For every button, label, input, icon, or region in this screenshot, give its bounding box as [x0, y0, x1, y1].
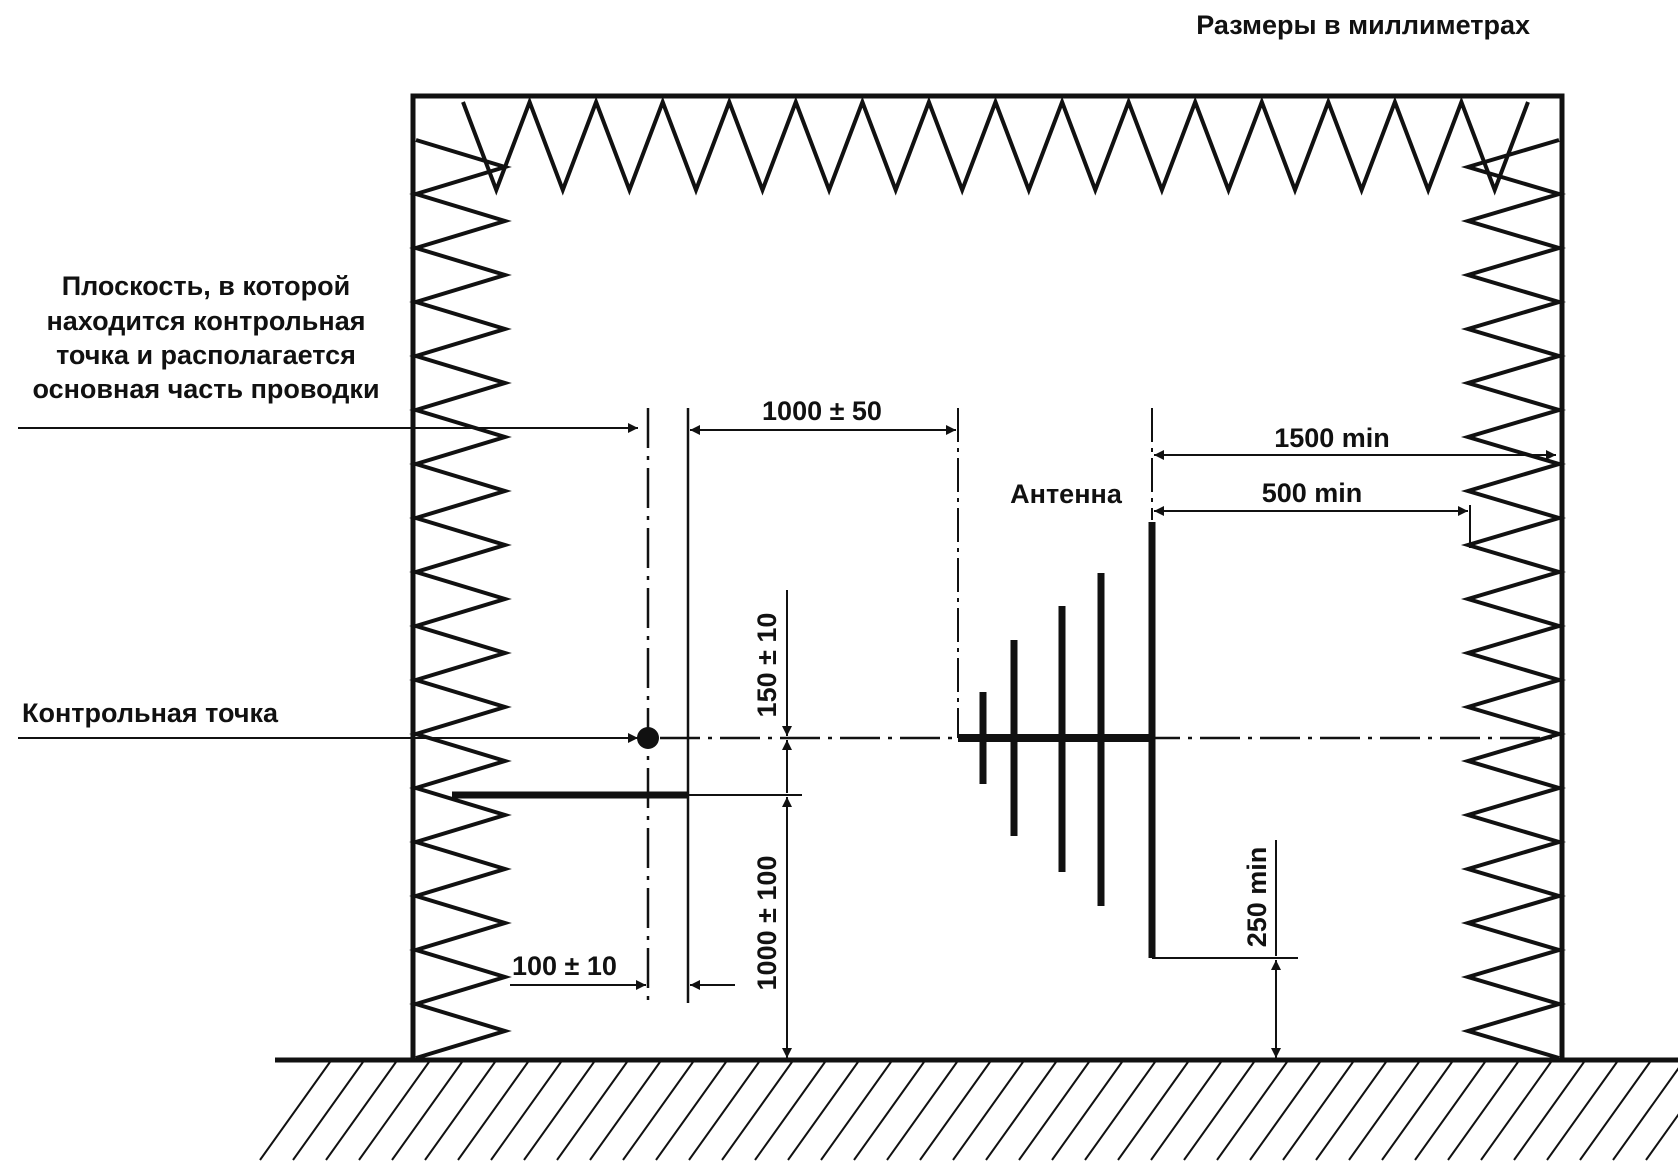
hatch-line: [391, 1061, 463, 1161]
hatch-line: [1117, 1061, 1189, 1161]
svg-text:точка и располагается: точка и располагается: [56, 340, 356, 370]
hatch-line: [754, 1061, 826, 1161]
dim-150-10-text: 150 ± 10: [752, 613, 782, 718]
hatch-line: [490, 1061, 562, 1161]
control-point-dot: [637, 727, 659, 749]
hatch-line: [1315, 1061, 1387, 1161]
hatch-line: [259, 1061, 331, 1161]
dim-100-10-text: 100 ± 10: [512, 951, 617, 981]
antenna-label: Антенна: [1010, 479, 1123, 509]
hatch-line: [1447, 1061, 1519, 1161]
hatch-line: [1084, 1061, 1156, 1161]
units-note: Размеры в миллиметрах: [1196, 10, 1530, 40]
dim-500-min-text: 500 min: [1262, 478, 1363, 508]
hatch-line: [424, 1061, 496, 1161]
hatch-line: [325, 1061, 397, 1161]
hatch-line: [1513, 1061, 1585, 1161]
antenna: [958, 522, 1156, 958]
hatch-line: [1645, 1113, 1678, 1161]
hatch-line: [1249, 1061, 1321, 1161]
svg-text:Плоскость, в которой: Плоскость, в которой: [62, 271, 351, 301]
svg-text:основная часть проводки: основная часть проводки: [32, 374, 379, 404]
hatch-line: [820, 1061, 892, 1161]
hatch-line: [886, 1061, 958, 1161]
dim-1000-50-text: 1000 ± 50: [762, 396, 882, 426]
hatch-line: [457, 1061, 529, 1161]
hatch-line: [787, 1061, 859, 1161]
hatch-line: [1348, 1061, 1420, 1161]
hatch-line: [556, 1061, 628, 1161]
plane-label: Плоскость, в которой находится контрольн…: [32, 271, 379, 404]
hatch-line: [919, 1061, 991, 1161]
hatch-line: [1546, 1061, 1618, 1161]
svg-text:находится контрольная: находится контрольная: [46, 306, 365, 336]
control-point-label: Контрольная точка: [22, 698, 279, 728]
hatch-line: [1216, 1061, 1288, 1161]
hatch-line: [622, 1061, 694, 1161]
hatch-line: [985, 1061, 1057, 1161]
hatch-line: [1150, 1061, 1222, 1161]
absorber-top: [461, 96, 1530, 196]
hatch-line: [1414, 1061, 1486, 1161]
dim-1500-min-text: 1500 min: [1274, 423, 1390, 453]
hatch-line: [292, 1061, 364, 1161]
hatch-line: [1282, 1061, 1354, 1161]
hatch-line: [1018, 1061, 1090, 1161]
chamber-outline: [410, 93, 1565, 1060]
hatch-line: [1183, 1061, 1255, 1161]
hatch-line: [1579, 1061, 1651, 1161]
hatch-line: [523, 1061, 595, 1161]
hatch-line: [952, 1061, 1024, 1161]
hatch-line: [1051, 1061, 1123, 1161]
dim-1000-100-text: 1000 ± 100: [752, 856, 782, 991]
hatch-line: [1612, 1067, 1678, 1161]
ground-hatching: [259, 1061, 1678, 1161]
hatch-line: [358, 1061, 430, 1161]
hatch-line: [589, 1061, 661, 1161]
hatch-line: [1381, 1061, 1453, 1161]
hatch-line: [1480, 1061, 1552, 1161]
hatch-line: [853, 1061, 925, 1161]
dim-250-min-text: 250 min: [1242, 847, 1272, 948]
hatch-line: [721, 1061, 793, 1161]
hatch-line: [688, 1061, 760, 1161]
hatch-line: [655, 1061, 727, 1161]
absorber-left: [409, 138, 512, 1060]
absorber-right: [1460, 138, 1567, 1060]
